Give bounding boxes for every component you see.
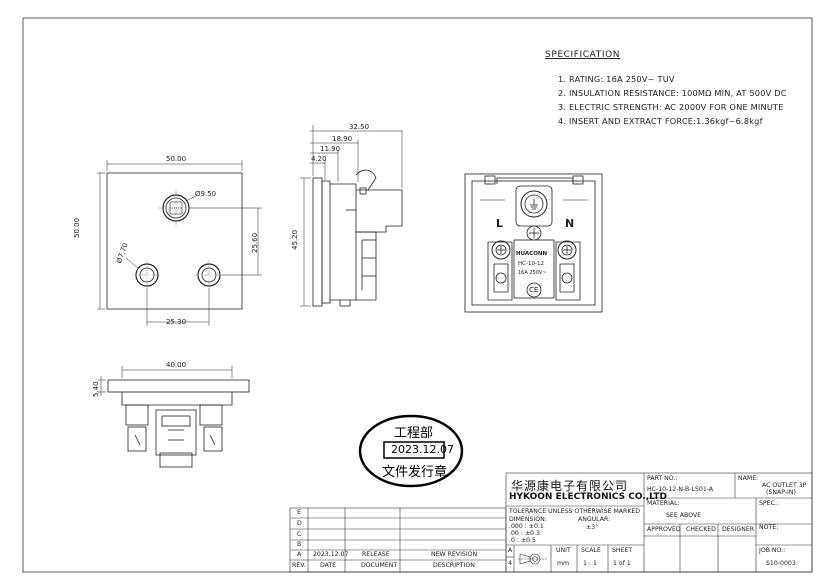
job-no-value: S10-0003 — [766, 560, 796, 567]
stamp-date: 2023.12.07 — [391, 443, 454, 456]
stamp-bottom-text: 文件发行章 — [382, 465, 448, 480]
stamp-top-text: 工程部 — [394, 426, 434, 441]
rear-label-n: N — [565, 217, 575, 230]
side-view — [300, 125, 403, 307]
title-block — [289, 472, 813, 573]
rev-row-d: D — [297, 520, 302, 527]
front-width-dim: 50.00 — [166, 155, 187, 163]
unit-label: UNIT — [556, 547, 571, 554]
rear-label-l: L — [496, 217, 504, 230]
rear-brand: HUACONN — [516, 251, 548, 257]
spec-title: SPECIFICATION — [545, 50, 621, 60]
designer-label: DESIGNER — [722, 526, 755, 533]
side-dim-11-90: 11.90 — [320, 145, 341, 153]
ce-mark: CE — [529, 286, 539, 294]
rev-row-c: C — [297, 531, 302, 538]
spec-label: SPEC.: — [759, 500, 779, 507]
approved-label: APPROVED — [647, 526, 681, 533]
rev-a-doc: RELEASE — [362, 551, 390, 558]
top-thickness-dim: 5.40 — [92, 381, 100, 397]
rear-rating: 16A 250V~ — [518, 270, 547, 276]
projection-a: A — [508, 547, 513, 554]
tol-row-3: .0 : ±0.5 — [509, 537, 536, 544]
dimension-label: DIMENSION: — [509, 516, 547, 523]
part-no-value: HC-10-12-N-B-LS01-A — [647, 486, 714, 493]
scale-value: 1 : 1 — [583, 560, 597, 567]
side-dim-32-50: 32.50 — [349, 123, 370, 131]
rev-header-rev: REV. — [292, 562, 306, 569]
rev-row-e: E — [297, 509, 301, 516]
rev-a-date: 2023.12.07 — [313, 551, 349, 558]
note-label: NOTE: — [759, 524, 779, 531]
projection-4: 4 — [508, 560, 512, 567]
big-hole-dim: Ø9.50 — [195, 190, 217, 198]
angular-value: ±3° — [586, 524, 599, 531]
side-dim-4-20: 4.20 — [311, 155, 327, 163]
tolerance-title: TOLERANCE UNLESS OTHERWISE MARKED — [509, 508, 641, 515]
sheet-label: SHEET — [612, 547, 633, 554]
company-name-en: HYKOON ELECTRONICS CO.,LTD — [509, 492, 667, 502]
rev-header-date: DATE — [320, 562, 337, 569]
tol-row-1: .000 : ±0.1 — [509, 523, 544, 530]
checked-label: CHECKED — [686, 526, 716, 533]
part-no-label: PART NO.: — [647, 475, 678, 482]
top-view — [98, 366, 250, 468]
name-line-1: AC OUTLET 3P — [762, 482, 807, 489]
scale-label: SCALE — [581, 547, 601, 554]
rev-header-doc: DOCUMENT — [361, 562, 398, 569]
stamp — [358, 414, 464, 488]
pin-spacing-h-dim: 25.30 — [166, 318, 187, 326]
sheet-value: 1 of 1 — [613, 560, 631, 567]
spec-item-2: 2. INSULATION RESISTANCE: 100MΩ MIN, AT … — [558, 88, 787, 98]
spec-item-4: 4. INSERT AND EXTRACT FORCE:1.36kgf~6.8k… — [558, 116, 763, 126]
rear-view — [464, 173, 603, 313]
side-height-dim: 45.20 — [291, 229, 299, 250]
job-no-label: JOB NO.: — [759, 547, 786, 554]
name-label: NAME: — [738, 475, 759, 482]
name-line-2: (SNAP-IN) — [766, 489, 796, 496]
rev-row-b: B — [297, 541, 302, 548]
pin-spacing-v-dim: 25.60 — [251, 232, 259, 253]
rear-model: HC-10-12 — [518, 261, 544, 267]
company-name-cn: 华源康电子有限公司 — [511, 479, 629, 493]
angular-label: ANGULAR: — [578, 516, 611, 523]
front-view — [97, 160, 262, 326]
rev-a-desc: NEW REVISION — [431, 551, 478, 558]
spec-item-1: 1. RATING: 16A 250V~ TUV — [558, 74, 675, 84]
top-width-dim: 40.00 — [166, 361, 187, 369]
side-dim-18-90: 18.90 — [332, 135, 353, 143]
front-height-dim: 50.00 — [73, 217, 81, 238]
rev-row-a: A — [297, 551, 302, 558]
tol-row-2: .00 : ±0.3 — [509, 530, 540, 537]
rev-header-desc: DESCRIPTION — [433, 562, 475, 569]
unit-value: mm — [557, 560, 570, 567]
material-label: MATERIAL: — [647, 500, 680, 507]
spec-item-3: 3. ELECTRIC STRENGTH: AC 2000V FOR ONE M… — [558, 102, 784, 112]
material-value: SEE ABOVE — [666, 512, 701, 519]
